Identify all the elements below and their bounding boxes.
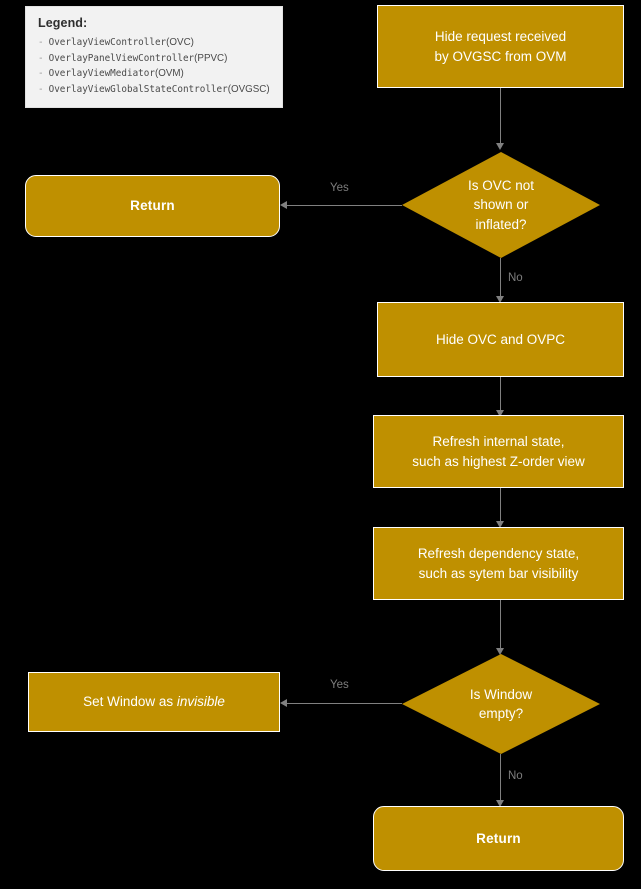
legend-item-name: OverlayPanelViewController [48,52,195,64]
set-invisible-emphasis: invisible [176,694,225,710]
arrowhead-down-icon [496,648,504,655]
legend-bullet-icon: - [38,68,44,79]
legend-item-abbr: (PPVC) [194,52,228,64]
node-decision-is-ovc-not-shown: Is OVC not shown or inflated? [402,152,600,258]
legend-item-abbr: (OVGSC) [227,83,270,95]
arrowhead-down-icon [496,410,504,417]
node-return-bottom-label: Return [476,830,521,846]
arrowhead-left-icon [280,699,287,707]
node-refresh-dependency-line1: Refresh dependency state, [417,546,580,562]
connector-decision-window-no [500,754,501,804]
node-refresh-internal-state: Refresh internal state, such as highest … [373,415,624,488]
node-decision-is-window-empty: Is Window empty? [402,654,600,754]
connector-start-to-decision-ovc [500,88,501,146]
node-hide-ovc-and-ovpc: Hide OVC and OVPC [377,302,624,377]
arrowhead-down-icon [496,296,504,303]
decision-ovc-line3: inflated? [475,216,527,232]
node-hide-request-line1: Hide request received [434,29,567,45]
legend-item-ppvc: - OverlayPanelViewController (PPVC) [38,51,270,67]
legend-bullet-icon: - [38,83,44,95]
arrowhead-left-icon [280,201,287,209]
legend-list: - OverlayViewController (OVC) - OverlayP… [38,35,270,97]
arrowhead-down-icon [496,800,504,807]
connector-dependency-to-decision-window [500,600,501,652]
connector-decision-window-yes [286,703,402,704]
legend-item-abbr: (OVC) [166,37,194,48]
node-return-top: Return [25,175,280,237]
legend-item-name: OverlayViewGlobalStateController [48,83,228,95]
decision-ovc-line2: shown or [473,197,529,213]
legend-item-ovgsc: - OverlayViewGlobalStateController (OVGS… [38,82,270,98]
connector-decision-ovc-no [500,258,501,300]
legend-item-name: OverlayViewController [48,37,167,48]
node-hide-request-received: Hide request received by OVGSC from OVM [377,5,624,88]
connector-decision-ovc-yes [286,205,402,206]
set-invisible-prefix: Set Window as [83,694,177,710]
edge-label-window-no: No [508,770,523,782]
edge-label-ovc-no: No [508,272,523,284]
node-refresh-internal-line2: such as highest Z-order view [412,453,585,469]
node-hide-ovc-label: Hide OVC and OVPC [435,331,566,347]
legend-title: Legend: [38,16,88,30]
edge-label-window-yes: Yes [330,679,349,691]
connector-refresh-internal-to-dependency [500,488,501,526]
legend-bullet-icon: - [38,52,44,64]
node-refresh-dependency-state: Refresh dependency state, such as sytem … [373,527,624,600]
node-return-bottom: Return [373,806,624,871]
node-refresh-internal-line1: Refresh internal state, [432,434,565,450]
decision-window-line1: Is Window [469,686,533,702]
edge-label-ovc-yes: Yes [330,182,349,194]
node-hide-request-line2: by OVGSC from OVM [434,48,567,64]
node-return-top-label: Return [130,198,175,214]
legend-bullet-icon: - [38,37,44,48]
legend-box: Legend: - OverlayViewController (OVC) - … [25,6,283,108]
legend-item-abbr: (OVM) [154,68,184,79]
legend-item-name: OverlayViewMediator [48,68,155,79]
connector-hide-ovc-to-refresh-internal [500,377,501,414]
decision-window-line2: empty? [478,706,524,721]
decision-ovc-line1: Is OVC not [467,178,535,194]
arrowhead-down-icon [496,521,504,528]
legend-item-ovm: - OverlayViewMediator (OVM) [38,66,270,82]
node-set-window-invisible: Set Window as invisible [28,672,280,732]
arrowhead-down-icon [496,143,504,150]
legend-item-ovc: - OverlayViewController (OVC) [38,35,270,51]
node-refresh-dependency-line2: such as sytem bar visibility [418,565,579,581]
